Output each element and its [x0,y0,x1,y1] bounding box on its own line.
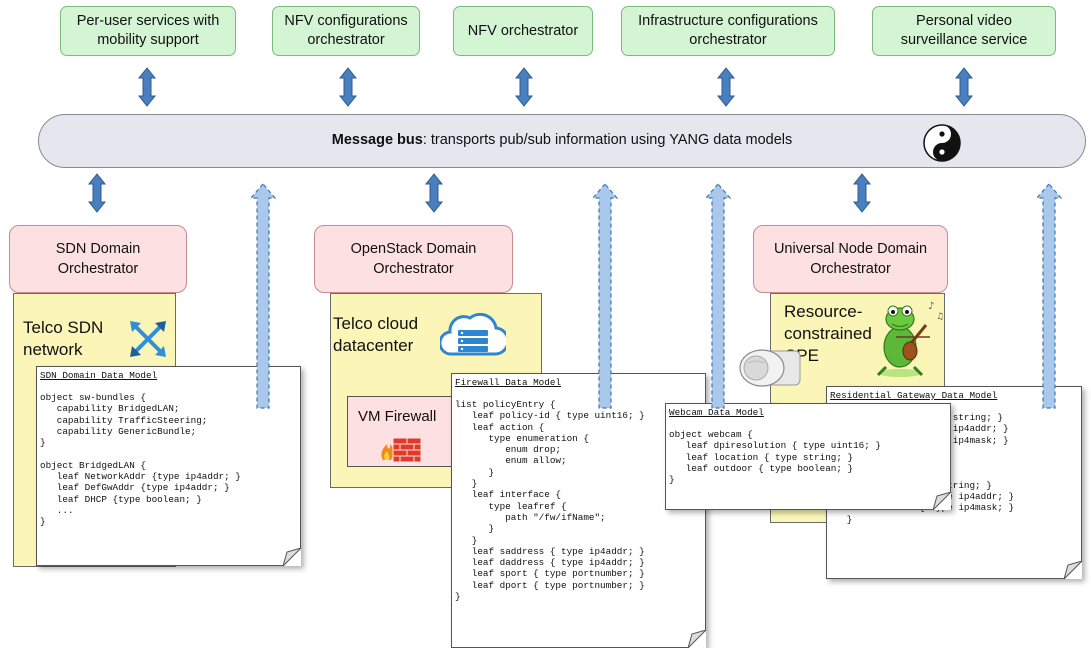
service-bus-arrow-2 [339,67,357,107]
motion-sensor-icon [739,349,801,387]
service-nfv-configurations: NFV configurations orchestrator [272,6,420,56]
yin-yang-icon [923,124,961,162]
vm-firewall-box: VM Firewall [347,396,457,467]
service-bus-arrow-4 [717,67,735,107]
cloud-server-icon [440,312,506,356]
webcam-model-title: Webcam Data Model [669,407,764,418]
webcam-model-code: object webcam { leaf dpiresolution { typ… [669,429,882,486]
universal-node-domain-orchestrator: Universal Node Domain Orchestrator [753,225,948,293]
vm-firewall-label: VM Firewall [358,408,437,425]
firewall-publish-arrow [592,183,618,409]
message-bus-description: : transports pub/sub information using Y… [422,132,793,148]
message-bus-title: Message bus [331,132,423,148]
telco-cloud-datacenter-label: Telco cloud datacenter [333,314,419,355]
service-bus-arrow-1 [138,67,156,107]
webcam-publish-arrow [705,183,731,409]
sdn-model-title: SDN Domain Data Model [40,370,158,381]
openstack-bus-arrow [425,173,443,213]
gateway-publish-arrow [1036,183,1062,409]
firewall-model-fold [688,630,707,648]
webcam-data-model: Webcam Data Model object webcam { leaf d… [665,403,951,510]
sdn-publish-arrow [250,183,276,409]
svg-text:♫: ♫ [936,312,944,322]
universal-bus-arrow [853,173,871,213]
service-bus-arrow-5 [955,67,973,107]
sdn-model-fold [283,548,302,567]
service-nfv-orchestrator: NFV orchestrator [453,6,593,56]
firewall-data-model: Firewall Data Model list policyEntry { l… [451,373,706,648]
firewall-model-title: Firewall Data Model [455,377,562,388]
sdn-model-code: object sw-bundles { capability BridgedLA… [40,392,241,528]
service-bus-arrow-3 [515,67,533,107]
service-per-user: Per-user services with mobility support [60,6,236,56]
sdn-domain-orchestrator: SDN Domain Orchestrator [9,225,187,293]
message-bus: Message bus: transports pub/sub informat… [38,114,1086,168]
service-infrastructure-configurations: Infrastructure configurations orchestrat… [621,6,835,56]
svg-text:♪: ♪ [928,301,934,312]
message-bus-label: Message bus: transports pub/sub informat… [39,132,1085,148]
brick-wall-fire-icon [381,437,422,463]
service-video-surveillance: Personal video surveillance service [872,6,1056,56]
frog-violin-icon: ♪ ♫ [876,301,944,377]
openstack-domain-orchestrator: OpenStack Domain Orchestrator [314,225,513,293]
telco-sdn-network-label: Telco SDN network [23,318,104,359]
gateway-model-fold [1064,561,1083,580]
sdn-bus-arrow [88,173,106,213]
crossed-arrows-icon [130,321,166,357]
gateway-model-title: Residential Gateway Data Model [830,390,998,401]
webcam-model-fold [933,492,952,511]
firewall-model-code: list policyEntry { leaf policy-id { type… [455,399,645,603]
